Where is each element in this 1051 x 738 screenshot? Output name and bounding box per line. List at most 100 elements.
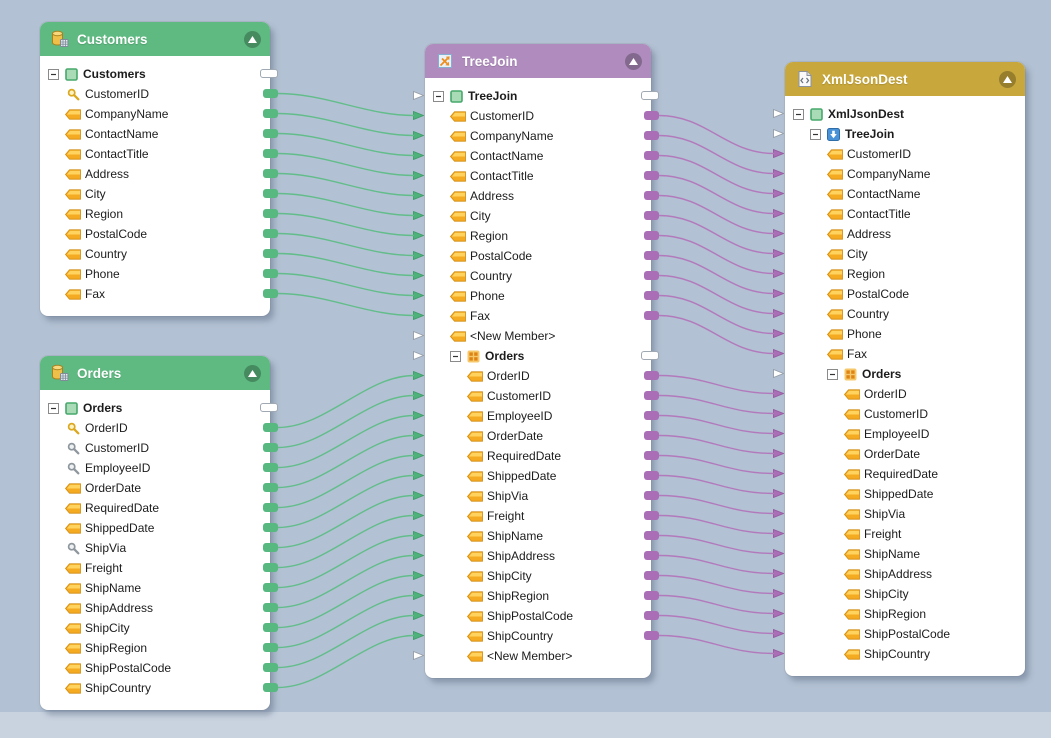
field-row-city[interactable]: City <box>413 206 659 226</box>
output-port[interactable] <box>644 231 659 240</box>
field-row-city[interactable]: City <box>40 184 278 204</box>
output-port[interactable] <box>644 311 659 320</box>
connection-line[interactable] <box>658 314 775 355</box>
input-port[interactable] <box>413 491 424 500</box>
output-port[interactable] <box>644 371 659 380</box>
output-port[interactable] <box>644 551 659 560</box>
field-row-o_shippostalcode[interactable]: ShipPostalCode <box>413 606 659 626</box>
connection-line[interactable] <box>277 172 415 197</box>
field-row-o_requireddate[interactable]: RequiredDate <box>413 446 659 466</box>
connection-line[interactable] <box>277 454 415 509</box>
output-port[interactable] <box>644 191 659 200</box>
input-port[interactable] <box>413 271 424 280</box>
input-port[interactable] <box>413 411 424 420</box>
input-port[interactable] <box>773 309 784 318</box>
output-port[interactable] <box>263 249 278 258</box>
input-port[interactable] <box>773 389 784 398</box>
output-port[interactable] <box>263 623 278 632</box>
output-port[interactable] <box>644 591 659 600</box>
field-row-country[interactable]: Country <box>413 266 659 286</box>
input-port[interactable] <box>773 349 784 358</box>
connection-line[interactable] <box>277 394 415 449</box>
output-port[interactable] <box>644 291 659 300</box>
field-row-o_shippostalcode[interactable]: ShipPostalCode <box>773 624 1025 644</box>
connection-line[interactable] <box>658 194 775 235</box>
output-port[interactable] <box>644 111 659 120</box>
input-port[interactable] <box>773 189 784 198</box>
field-row-region[interactable]: Region <box>413 226 659 246</box>
input-port[interactable] <box>773 509 784 518</box>
field-row-o_shipaddress[interactable]: ShipAddress <box>773 564 1025 584</box>
output-port[interactable] <box>644 611 659 620</box>
field-row-requireddate[interactable]: RequiredDate <box>40 498 278 518</box>
field-row-o_shippeddate[interactable]: ShippedDate <box>773 484 1025 504</box>
tree-expander-icon[interactable] <box>450 350 461 362</box>
connection-line[interactable] <box>277 594 415 649</box>
field-row-contactname[interactable]: ContactName <box>40 124 278 144</box>
connection-line[interactable] <box>277 192 415 217</box>
output-port[interactable] <box>644 391 659 400</box>
connection-line[interactable] <box>277 414 415 469</box>
connection-line[interactable] <box>658 294 775 335</box>
input-port[interactable] <box>773 629 784 638</box>
field-row-companyname[interactable]: CompanyName <box>773 164 1025 184</box>
input-port[interactable] <box>413 391 424 400</box>
field-row-o_shipregion[interactable]: ShipRegion <box>773 604 1025 624</box>
field-row-customerid[interactable]: CustomerID <box>40 84 278 104</box>
input-port[interactable] <box>413 631 424 640</box>
input-port[interactable] <box>773 149 784 158</box>
output-port[interactable] <box>644 411 659 420</box>
connection-line[interactable] <box>277 232 415 257</box>
field-row-region[interactable]: Region <box>773 264 1025 284</box>
input-port[interactable] <box>413 551 424 560</box>
connection-line[interactable] <box>277 252 415 277</box>
output-port[interactable] <box>263 89 278 98</box>
field-row-shipname[interactable]: ShipName <box>40 578 278 598</box>
connection-line[interactable] <box>277 212 415 237</box>
field-row-address[interactable]: Address <box>773 224 1025 244</box>
input-port[interactable] <box>773 369 784 378</box>
connection-line[interactable] <box>658 454 775 475</box>
output-port[interactable] <box>644 171 659 180</box>
tree-expander-icon[interactable] <box>810 128 821 140</box>
input-port[interactable] <box>773 649 784 658</box>
output-port[interactable] <box>644 151 659 160</box>
connection-line[interactable] <box>277 132 415 157</box>
input-port[interactable] <box>413 311 424 320</box>
output-port[interactable] <box>260 403 278 412</box>
field-row-o_orderdate[interactable]: OrderDate <box>773 444 1025 464</box>
field-row-address[interactable]: Address <box>40 164 278 184</box>
input-port[interactable] <box>413 251 424 260</box>
collapse-button[interactable] <box>999 70 1016 88</box>
input-port[interactable] <box>413 171 424 180</box>
field-row-orders[interactable]: Orders <box>773 364 1025 384</box>
field-row-o_customerid[interactable]: CustomerID <box>413 386 659 406</box>
field-row-customerid[interactable]: CustomerID <box>413 106 659 126</box>
field-row-root[interactable]: XmlJsonDest <box>773 104 1025 124</box>
input-port[interactable] <box>773 169 784 178</box>
input-port[interactable] <box>773 609 784 618</box>
field-row-companyname[interactable]: CompanyName <box>413 126 659 146</box>
output-port[interactable] <box>263 523 278 532</box>
output-port[interactable] <box>263 643 278 652</box>
output-port[interactable] <box>263 463 278 472</box>
collapse-button[interactable] <box>625 52 642 70</box>
collapse-button[interactable] <box>244 364 261 382</box>
output-port[interactable] <box>263 543 278 552</box>
input-port[interactable] <box>773 109 784 118</box>
connection-line[interactable] <box>658 594 775 615</box>
field-row-o_orderdate[interactable]: OrderDate <box>413 426 659 446</box>
connection-line[interactable] <box>658 474 775 495</box>
field-row-fax[interactable]: Fax <box>40 284 278 304</box>
tree-expander-icon[interactable] <box>48 68 59 80</box>
field-row-contacttitle[interactable]: ContactTitle <box>773 204 1025 224</box>
output-port[interactable] <box>263 229 278 238</box>
tree-expander-icon[interactable] <box>793 108 804 120</box>
input-port[interactable] <box>413 571 424 580</box>
field-row-orderid[interactable]: OrderID <box>40 418 278 438</box>
box-header-treejoin[interactable]: TreeJoin <box>425 44 651 78</box>
field-row-shippostalcode[interactable]: ShipPostalCode <box>40 658 278 678</box>
field-row-o_freight[interactable]: Freight <box>773 524 1025 544</box>
connection-line[interactable] <box>658 254 775 295</box>
connection-line[interactable] <box>277 272 415 297</box>
